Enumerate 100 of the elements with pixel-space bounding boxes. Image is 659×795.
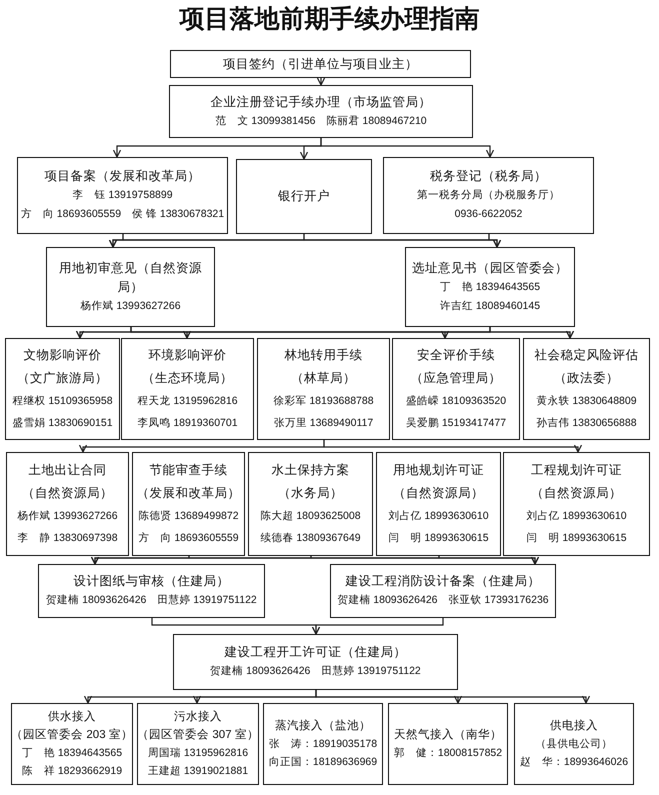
step-title: 建设工程开工许可证（住建局） <box>224 644 406 661</box>
arrow <box>438 556 540 565</box>
process-box <box>388 703 508 785</box>
process-box <box>376 452 501 556</box>
contact-line: 李凤鸣 18919360701 <box>137 416 238 431</box>
step-title: 供电接入 <box>550 718 598 734</box>
agency-name: （文广旅游局） <box>17 370 108 387</box>
contact-line: 杨作斌 13993627266 <box>80 298 181 314</box>
process-box <box>169 85 473 138</box>
contact-line: 刘占亿 18993630610 <box>526 509 627 524</box>
contact-line: 贺建楠 18093626426 田慧婷 13919751122 <box>46 593 257 608</box>
contact-line: 闫 明 18993630615 <box>526 531 627 546</box>
agency-name: （自然资源局） <box>531 485 622 502</box>
contact-line: 杨作斌 13993627266 <box>17 509 118 524</box>
agency-name: （园区管委会 307 室） <box>137 727 259 743</box>
process-box <box>330 564 556 618</box>
contact-line: 程天龙 13195962816 <box>137 394 238 409</box>
process-box <box>503 452 650 556</box>
contact-line: 闫 明 18993630615 <box>388 531 489 546</box>
contact-line: 李 钰 13919758899 <box>72 188 173 203</box>
contact-line: 丁 艳 18394643565 <box>440 280 540 294</box>
arrow <box>320 138 494 158</box>
contact-line: 王建超 13919021881 <box>148 764 248 779</box>
contact-line: 0936-6622052 <box>454 207 522 222</box>
process-box <box>17 157 228 234</box>
contact-line: 方 向 18693605559 侯 锋 13830678321 <box>20 207 224 222</box>
contact-line: 向正国：18189636969 <box>268 755 378 770</box>
arrow <box>315 690 590 704</box>
contact-line: 周国瑞 13195962816 <box>148 746 248 761</box>
step-title: 社会稳定风险评估 <box>534 347 638 364</box>
contact-line: 许吉红 18089460145 <box>440 298 540 314</box>
contact-line: 张 涛：18919035178 <box>268 737 378 752</box>
process-box <box>248 452 373 556</box>
step-title: 林地转用手续 <box>284 347 362 364</box>
arrow <box>323 440 582 453</box>
contact-line: 陈 祥 18293662919 <box>22 764 122 779</box>
contact-line: 刘占亿 18993630610 <box>388 509 489 524</box>
step-title: 天然气接入（南华） <box>394 728 502 743</box>
contact-line: 续德春 13809367649 <box>260 531 361 546</box>
step-title: 设计图纸与审核（住建局） <box>74 573 230 590</box>
step-title: 选址意见书（园区管委会） <box>412 260 568 276</box>
agency-name: （应急管理局） <box>410 370 502 387</box>
step-title: 税务登记（税务局） <box>430 168 547 185</box>
agency-name: （生态环境局） <box>142 370 233 387</box>
step-title: 用地规划许可证 <box>393 462 484 479</box>
step-title: 土地出让合同 <box>28 462 106 479</box>
arrow <box>316 77 326 86</box>
step-title: 企业注册登记手续办理（市场监管局） <box>210 94 432 110</box>
process-box <box>263 703 383 785</box>
contact-line: 黄永轶 13830648809 <box>536 394 637 409</box>
contact-line: 李 静 13830697398 <box>17 531 118 546</box>
process-box <box>121 338 254 440</box>
process-box <box>257 338 390 440</box>
process-box <box>236 159 372 234</box>
contact-line: 丁 艳 18394643565 <box>22 746 122 761</box>
process-box <box>5 338 120 440</box>
contact-line: 吴爱鹏 15193417477 <box>406 416 506 431</box>
step-title: 蒸汽接入（盐池） <box>275 718 371 734</box>
contact-line: 第一税务分局（办税服务厅） <box>417 188 560 203</box>
title: 项目落地前期手续办理指南 <box>180 4 480 35</box>
process-box <box>173 634 458 690</box>
process-box <box>132 452 245 556</box>
contact-line: 陈德贤 13689499872 <box>138 509 239 524</box>
step-title: 污水接入 <box>174 710 222 725</box>
contact-line: 盛皓嵘 18109363520 <box>406 394 506 409</box>
contact-line: 贺建楠 18093626426 田慧婷 13919751122 <box>210 664 421 679</box>
process-box <box>392 338 520 440</box>
process-box <box>383 157 594 234</box>
step-title: 用地初审意见（自然资源局） <box>58 260 203 296</box>
step-title: 银行开户 <box>278 188 330 205</box>
step-title: 项目备案（发展和改革局） <box>44 168 200 185</box>
process-box <box>11 703 133 785</box>
contact-line: 张万里 13689490117 <box>274 416 374 431</box>
contact-line: 范 文 13099381456 陈丽君 18089467210 <box>215 114 427 128</box>
step-title: 节能审查手续 <box>150 462 228 479</box>
step-title: 安全评价手续 <box>417 347 495 364</box>
contact-line: 郭 健：18008157852 <box>394 746 502 761</box>
agency-name: （园区管委会 203 室） <box>11 727 133 743</box>
process-box <box>170 50 471 78</box>
contact-line: 徐彩军 18193688788 <box>273 394 374 409</box>
step-title: 建设工程消防设计备案（住建局） <box>346 573 540 590</box>
contact-line: 贺建楠 18093626426 张亚钦 17393176236 <box>337 593 549 608</box>
arrow <box>489 327 574 339</box>
agency-name: （水务局） <box>278 485 343 502</box>
arrow <box>312 618 444 635</box>
agency-name: （林草局） <box>291 370 356 387</box>
step-title: 项目签约（引进单位与项目业主） <box>223 56 418 72</box>
contact-line: 赵 华：18993646026 <box>520 755 628 770</box>
arrow <box>488 234 502 248</box>
process-box <box>6 452 129 556</box>
contact-line: 孙吉伟 13830656888 <box>536 416 637 431</box>
process-box <box>46 247 215 327</box>
step-title: 水土保持方案 <box>272 462 350 479</box>
agency-name: （发展和改革局） <box>136 485 240 502</box>
contact-line: 陈大超 18093625008 <box>260 509 361 524</box>
agency-name: （政法委） <box>554 370 619 387</box>
agency-name: （自然资源局） <box>22 485 113 502</box>
contact-line: （县供电公司） <box>536 737 612 752</box>
process-box <box>137 703 259 785</box>
step-title: 供水接入 <box>48 710 96 725</box>
